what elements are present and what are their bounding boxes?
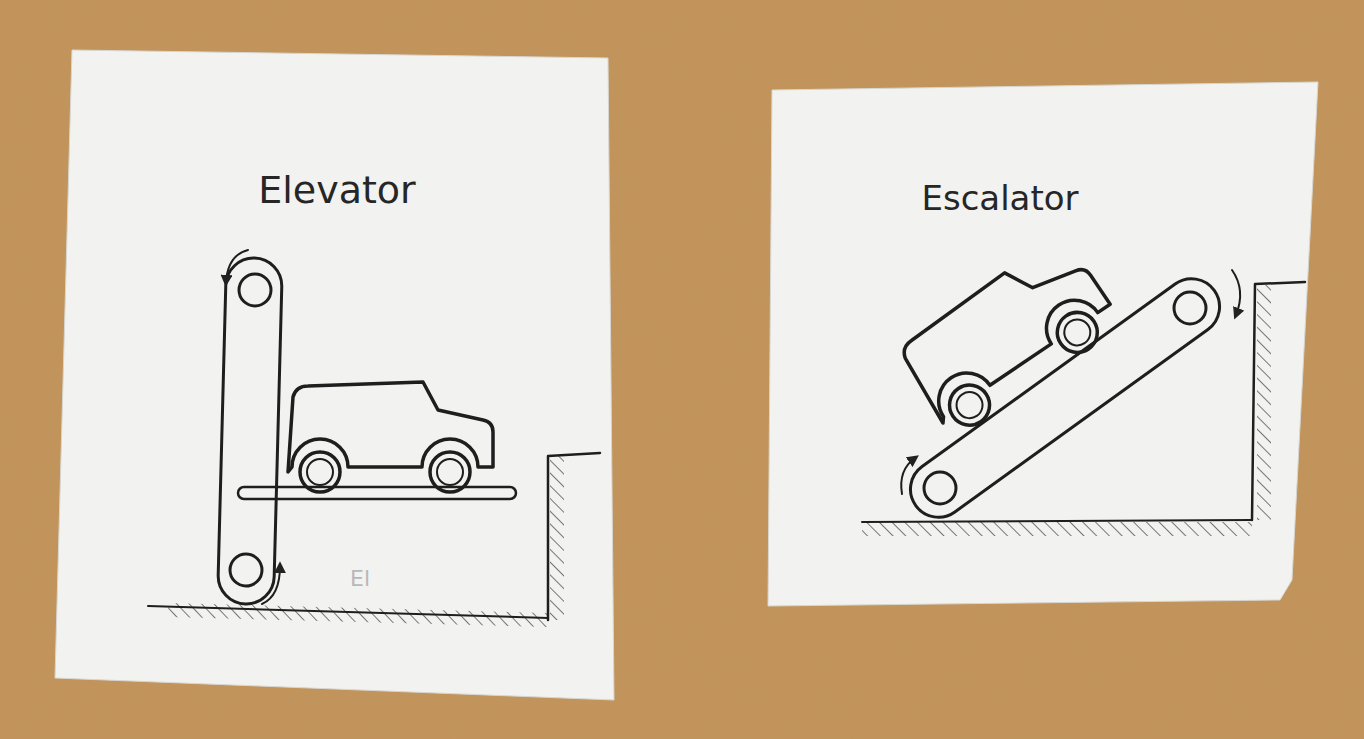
sheet-heading: Escalator bbox=[921, 178, 1078, 218]
ground-line bbox=[148, 606, 548, 618]
elevator-sketch bbox=[148, 250, 600, 627]
rotation-arrow bbox=[1232, 270, 1240, 315]
rotation-arrow bbox=[262, 566, 280, 604]
wall-hatching bbox=[550, 455, 564, 620]
ground-hatching bbox=[862, 522, 1252, 536]
rotation-arrow bbox=[226, 250, 248, 282]
vertical-belt bbox=[217, 257, 282, 604]
pulley bbox=[239, 274, 271, 306]
car bbox=[288, 382, 493, 492]
wall-hatching bbox=[1257, 285, 1271, 520]
sheet-outline bbox=[52, 48, 618, 704]
rotation-arrow bbox=[901, 458, 915, 494]
escalator-sketch bbox=[862, 234, 1305, 536]
pulley bbox=[230, 554, 262, 586]
sheet-heading: Elevator bbox=[258, 168, 416, 212]
inclined-belt bbox=[899, 268, 1230, 529]
sheet-paper bbox=[768, 82, 1318, 606]
ground-hatching bbox=[168, 603, 548, 627]
pulley bbox=[1174, 292, 1206, 324]
pulley bbox=[924, 472, 956, 504]
platform bbox=[238, 487, 516, 499]
sheet-outline bbox=[765, 80, 1321, 610]
car bbox=[893, 234, 1124, 440]
paper-sheet: Escalator bbox=[765, 80, 1321, 610]
paper-sheet: Elevator bbox=[52, 48, 618, 704]
ground-line bbox=[862, 520, 1252, 522]
wall-line bbox=[1252, 282, 1305, 520]
pencil-mark: El bbox=[350, 566, 370, 591]
sheet-paper bbox=[55, 50, 614, 700]
wall-line bbox=[548, 453, 600, 620]
